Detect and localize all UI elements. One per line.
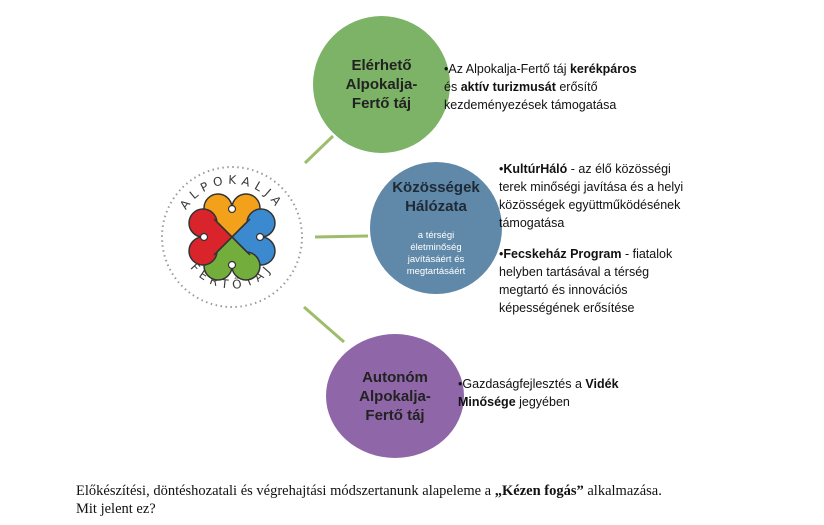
footer-line-1: Előkészítési, döntéshozatali és végrehaj… xyxy=(76,483,662,499)
logo-clover-icon xyxy=(188,193,276,281)
bullet-kulturhalo: •KultúrHáló - az élő közösségi terek min… xyxy=(499,162,684,230)
bullet-kerekparos-turizmus: •Az Alpokalja-Fertő táj kerékpáros és ak… xyxy=(444,62,637,112)
circle-kozossegek: Közösségek Hálózata a térségi életminősé… xyxy=(370,162,502,294)
circle-autonom: Autonóm Alpokalja- Fertő táj xyxy=(326,334,464,458)
circle-elerheto: Elérhető Alpokalja- Fertő táj xyxy=(313,16,450,153)
alpokalja-fertotaj-logo: ALPOKALJA FERTŐTÁJ xyxy=(157,162,307,312)
bullet-gazdasagfejlesztes: •Gazdaságfejlesztés a Vidék Minősége jeg… xyxy=(458,377,619,409)
footer-caption: Előkészítési, döntéshozatali és végrehaj… xyxy=(76,482,796,518)
circle-kozossegek-title: Közösségek Hálózata xyxy=(392,179,480,215)
bullet-fecskehaz-program: •Fecskeház Program - fiatalok helyben ta… xyxy=(499,247,673,315)
circle-autonom-title: Autonóm Alpokalja- Fertő táj xyxy=(359,368,431,424)
circle-elerheto-title: Elérhető Alpokalja- Fertő táj xyxy=(345,57,418,112)
connector-line-middle xyxy=(314,234,369,239)
logo-ring xyxy=(161,166,303,308)
circle-kozossegek-subtitle: a térségi életminőség javításáért és meg… xyxy=(406,230,466,277)
connector-line-top xyxy=(303,134,335,165)
footer-line-2: Mit jelent ez? xyxy=(76,501,156,517)
connector-line-bottom xyxy=(303,305,345,344)
